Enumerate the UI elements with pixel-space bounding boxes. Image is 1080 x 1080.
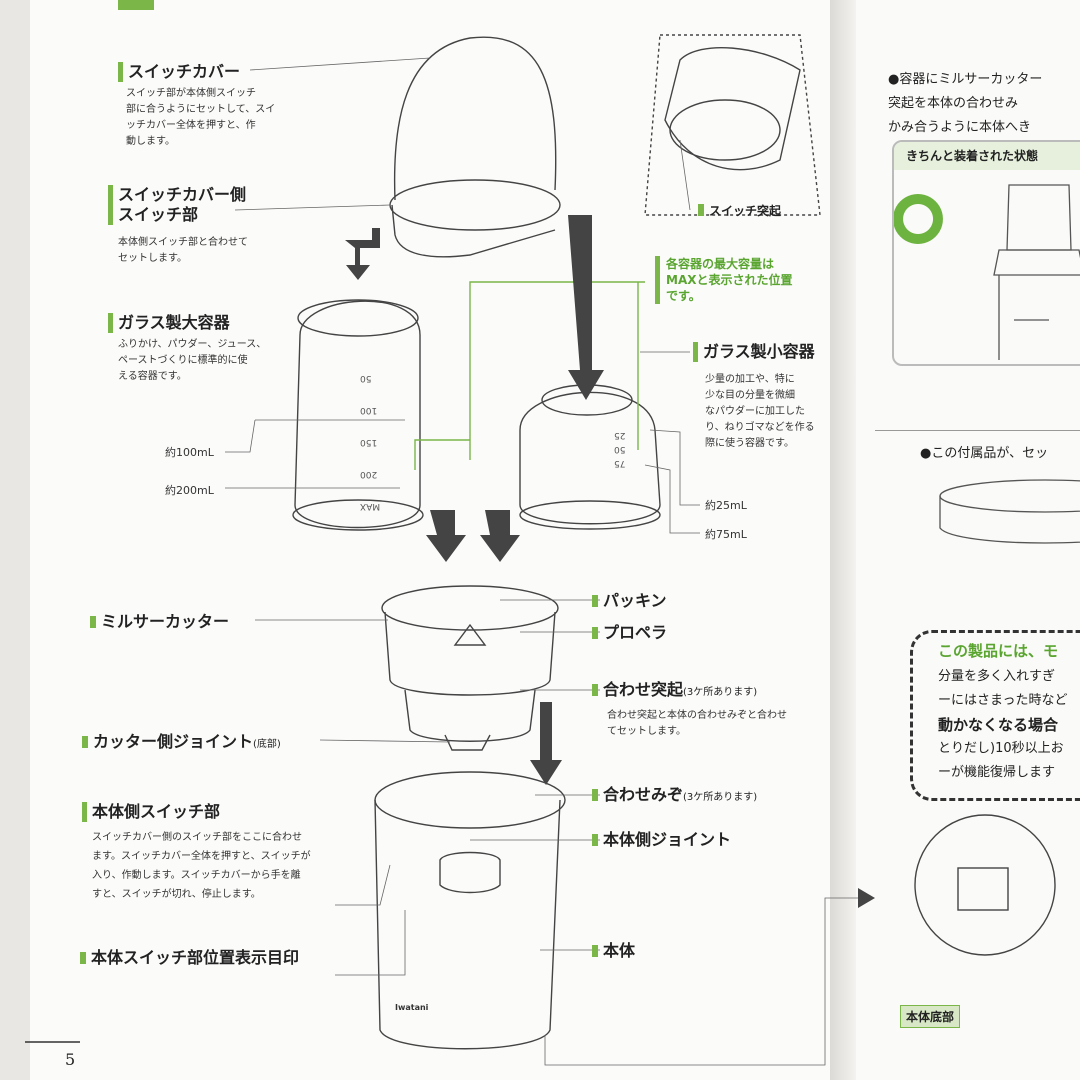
page-number: 5 <box>65 1050 76 1069</box>
section-tab-marker <box>118 0 154 10</box>
body-switch-mark-label: 本体スイッチ部位置表示目印 <box>80 948 299 968</box>
large-container-scale: MAX 200 150 100 50 <box>360 373 381 511</box>
switch-cover-desc: スイッチ部が本体側スイッチ 部に合うようにセットして、スイ ッチカバー全体を押す… <box>126 88 276 147</box>
large-glass-title: ガラス製大容器 <box>108 313 230 333</box>
body-bottom-label: 本体底部 <box>900 1005 961 1028</box>
cover-switch-part-title: スイッチカバー側 スイッチ部 <box>108 185 246 225</box>
installed-mill-illustration <box>993 184 1080 360</box>
propeller-label: プロペラ <box>592 623 667 643</box>
main-body <box>374 771 566 829</box>
right-divider <box>875 430 1080 431</box>
large-mark-200ml: 約200mL <box>165 484 214 497</box>
body-switch-desc: スイッチカバー側のスイッチ部をここに合わせ ます。スイッチカバー全体を押すと、ス… <box>92 832 311 900</box>
correct-install-box: きちんと装着された状態 <box>892 140 1080 366</box>
small-glass-desc: 少量の加工や、特に 少な目の分量を微細 なパウダーに加工した り、ねりゴマなどを… <box>705 374 815 449</box>
assembly-arrow <box>530 702 562 785</box>
packing-label: パッキン <box>592 591 667 611</box>
large-mark-100ml: 約100mL <box>165 446 214 459</box>
align-groove-label: 合わせみぞ(3ケ所あります) <box>592 785 757 808</box>
brand-logo: Iwatani <box>395 1003 429 1012</box>
body-label: 本体 <box>592 941 635 961</box>
cover-switch-part-desc: 本体側スイッチ部と合わせて セットします。 <box>118 237 248 264</box>
switch-cover-title: スイッチカバー <box>118 62 240 82</box>
max-indicator-lines <box>414 281 645 470</box>
body-joint-label: 本体側ジョイント <box>592 830 731 850</box>
large-glass-desc: ふりかけ、パウダー、ジュース、 ペーストづくりに標準的に使 える容器です。 <box>118 339 267 382</box>
book-gutter <box>830 0 856 1080</box>
large-glass-container <box>294 300 421 529</box>
small-container-scale: 75 50 25 <box>614 430 626 468</box>
small-glass-container <box>519 391 661 525</box>
caution-note-box <box>910 630 1080 801</box>
cutter-joint-label: カッター側ジョイント(底部) <box>82 732 281 755</box>
right-intro-text: ●容器にミルサーカッター 突起を本体の合わせみ かみ合うように本体へき <box>888 72 1043 135</box>
accessory-lid-illustration <box>939 479 1080 544</box>
align-protrusion-title: 合わせ突起(3ケ所あります) <box>592 680 757 703</box>
correct-install-title: きちんと装着された状態 <box>894 142 1080 170</box>
body-switch-title: 本体側スイッチ部 <box>82 802 220 822</box>
max-capacity-note: 各容器の最大容量は MAXと表示された位置 です。 <box>655 256 792 304</box>
caution-note-text: 分量を多く入れすぎ ーにはさまった時など 動かなくなる場合 とりだし)10秒以上… <box>938 669 1068 780</box>
small-glass-title: ガラス製小容器 <box>693 342 815 362</box>
switch-cover-dome <box>393 36 557 201</box>
mill-cutter-label: ミルサーカッター <box>90 612 229 632</box>
accessory-note: ●この付属品が、セッ <box>920 446 1049 461</box>
ok-ring-icon <box>892 194 943 244</box>
switch-protrusion-label: スイッチ突起 <box>698 202 781 219</box>
small-mark-25ml: 約25mL <box>705 499 747 512</box>
small-mark-75ml: 約75mL <box>705 528 747 541</box>
align-protrusion-desc: 合わせ突起と本体の合わせみぞと合わせ てセットします。 <box>607 710 787 737</box>
mill-cutter <box>381 585 559 631</box>
caution-note-title: この製品には、モ <box>938 642 1059 660</box>
